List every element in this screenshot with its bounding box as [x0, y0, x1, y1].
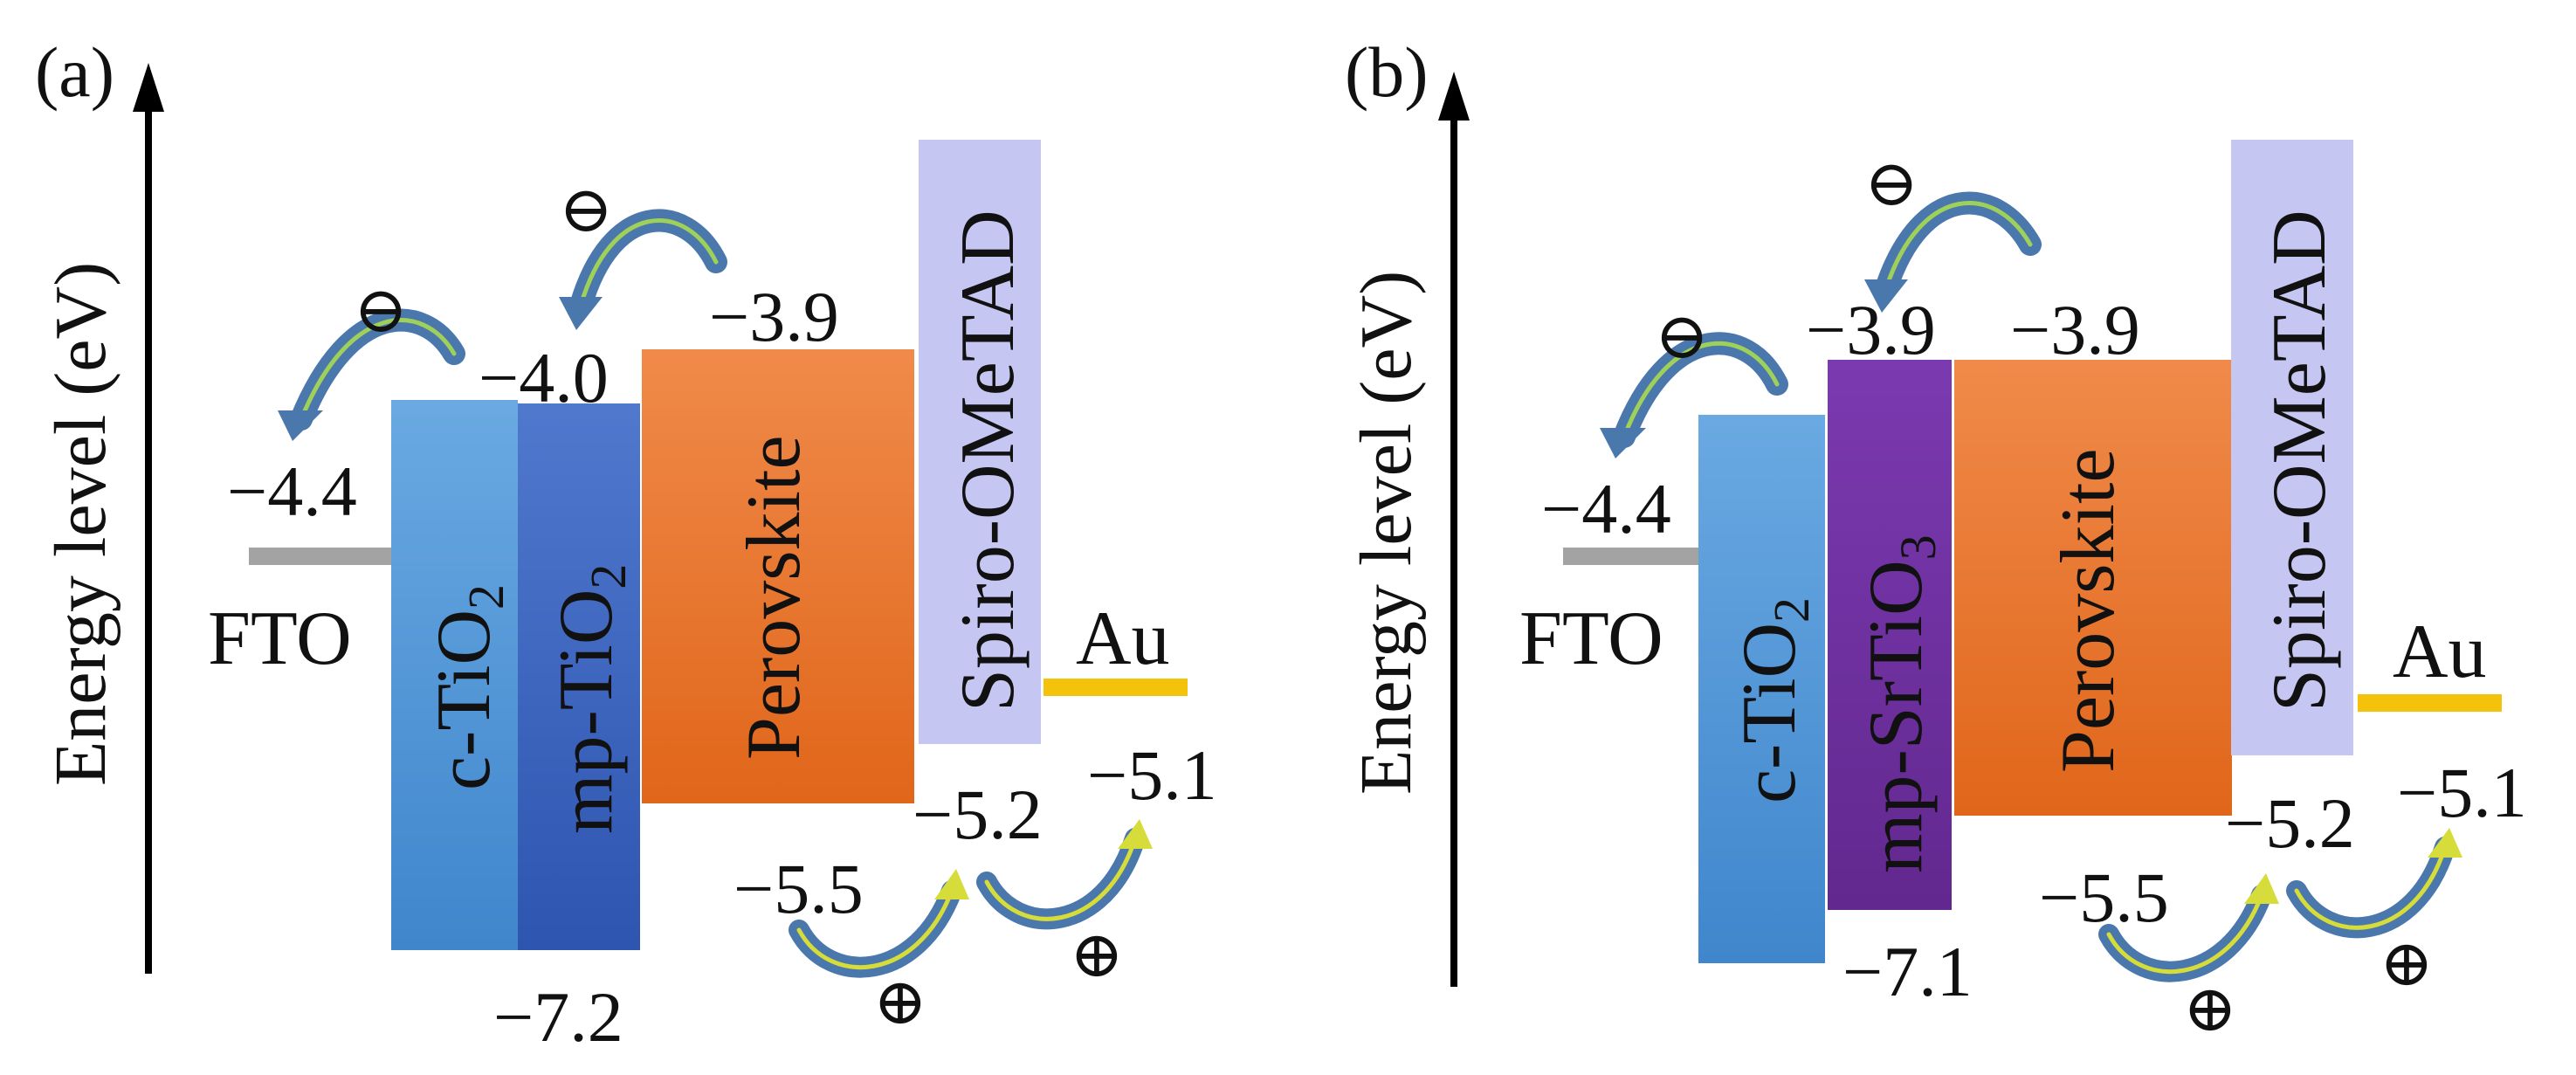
panel-b-pero-vb-value: −5.5 — [2039, 858, 2169, 937]
panel-b-c-tio2-label: c-TiO2 — [1727, 597, 1820, 803]
panel-a-electron-arrow-2-head — [559, 297, 603, 330]
panel-a-electron-arrow-2-highlight — [578, 218, 719, 308]
panel-a-fto-value: −4.4 — [227, 451, 357, 531]
panel-a-axis-arrowhead — [133, 63, 164, 112]
panel-a-fto-level — [249, 548, 393, 565]
panel-b-mp-cb-value: −3.9 — [1806, 290, 1936, 369]
panel-b-fto-label: FTO — [1519, 596, 1663, 681]
panel-a-hole-2: ⊕ — [1070, 920, 1124, 991]
panel-b-axis-arrowhead — [1438, 72, 1470, 121]
panel-b-spiro-vb-value: −5.2 — [2225, 783, 2355, 863]
panel-a-pero-vb-value: −5.5 — [734, 849, 864, 928]
panel-b-perovskite-label: Perovskite — [2046, 448, 2131, 773]
panel-a-spiro-label: Spiro-OMeTAD — [946, 210, 1030, 712]
panel-b-fto-value: −4.4 — [1541, 469, 1671, 548]
panel-a-c-tio2-label: c-TiO2 — [422, 584, 514, 790]
panel-b-hole-1: ⊕ — [2183, 974, 2237, 1045]
panel-a-fto-label: FTO — [208, 596, 352, 681]
panel-b-electron-1: ⊖ — [1655, 301, 1709, 373]
panel-a-perovskite-block — [642, 349, 914, 803]
panel-b-au-level — [2358, 694, 2502, 712]
panel-b-mp-srtio3-block — [1828, 360, 1952, 910]
panel-a-hole-arrow-2-highlight — [984, 836, 1138, 921]
panel-a-electron-1: ⊖ — [354, 275, 408, 347]
panel-a-electron-arrow-1-highlight — [299, 318, 457, 422]
panel-a-spiro-vb-value: −5.2 — [913, 775, 1043, 854]
panel-a-spiro-block — [919, 140, 1041, 744]
panel-a-mp-vb-value: −7.2 — [493, 977, 623, 1057]
panel-b-pero-cb-value: −3.9 — [2010, 290, 2140, 369]
panel-b-fto-level — [1563, 548, 1707, 565]
panel-b-electron-2: ⊖ — [1864, 148, 1918, 220]
panel-b-mp-vb-value: −7.1 — [1842, 932, 1973, 1011]
panel-a-au-level — [1043, 679, 1188, 696]
panel-a: (a) Energy level (eV) −4.4 FTO c-TiO2 mp… — [35, 32, 1217, 1057]
panel-a-mp-cb-value: −4.0 — [479, 338, 609, 417]
panel-b-hole-arrow-2-head — [2428, 828, 2462, 858]
panel-b-electron-arrow-1-head — [1600, 428, 1646, 458]
panel-a-au-value: −5.1 — [1087, 735, 1217, 815]
panel-b-axis-label: Energy level (eV) — [1346, 271, 1427, 795]
panel-b-tag: (b) — [1345, 32, 1429, 112]
panel-b-hole-2: ⊕ — [2380, 928, 2434, 1000]
panel-b-hole-arrow-1-highlight — [2106, 892, 2264, 975]
panel-a-c-tio2-block — [391, 400, 518, 950]
panel-b-c-tio2-block — [1698, 415, 1825, 963]
panel-a-electron-arrow-1-head — [278, 410, 323, 441]
panel-b-spiro-label: Spiro-OMeTAD — [2257, 210, 2342, 712]
panel-b-electron-arrow-2-head — [1864, 279, 1908, 313]
panel-b-au-value: −5.1 — [2397, 753, 2527, 832]
panel-a-mp-tio2-block — [518, 403, 640, 950]
panel-b-hole-arrow-1-head — [2244, 873, 2279, 904]
panel-a-hole-arrow-1-head — [934, 869, 969, 899]
panel-a-hole-1: ⊕ — [873, 967, 927, 1038]
panel-b-mp-srtio3-label: mp-SrTiO3 — [1854, 534, 1946, 873]
panel-a-tag: (a) — [35, 32, 114, 112]
panel-a-axis-label: Energy level (eV) — [40, 262, 121, 786]
panel-b-perovskite-block — [1954, 360, 2232, 816]
panel-b-au-label: Au — [2393, 610, 2487, 694]
panel-a-electron-2: ⊖ — [559, 175, 613, 246]
panel-b-electron-arrow-2-highlight — [1884, 201, 2033, 291]
panel-a-hole-arrow-2-head — [1118, 819, 1153, 849]
panel-b-hole-arrow-2-highlight — [2294, 844, 2448, 930]
panel-a-au-label: Au — [1076, 596, 1170, 681]
panel-a-mp-tio2-label: mp-TiO2 — [544, 564, 637, 834]
panel-a-perovskite-label: Perovskite — [732, 435, 816, 760]
panel-b-spiro-block — [2231, 140, 2353, 755]
panel-b: (b) Energy level (eV) −4.4 FTO c-TiO2 mp… — [1345, 32, 2527, 1045]
panel-b-electron-arrow-1-highlight — [1622, 341, 1780, 439]
panel-a-pero-cb-value: −3.9 — [709, 277, 839, 356]
panel-a-hole-arrow-1-highlight — [796, 888, 954, 970]
